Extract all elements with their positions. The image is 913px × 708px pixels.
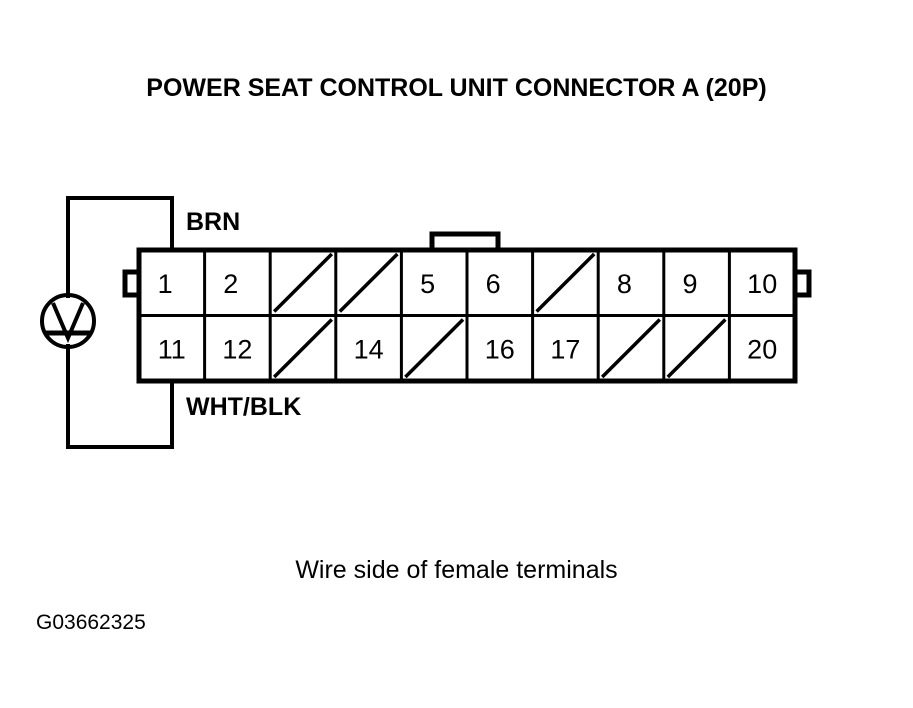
blank-cavity-slash [338,252,399,313]
pin-number: 11 [158,334,186,364]
voltmeter-v-glyph [51,302,85,344]
pin-number: 10 [747,269,777,299]
pin-number: 2 [223,269,238,299]
brn-lead-path [66,196,174,298]
blank-cavity-slash [666,318,727,379]
blank-cavity-slash [600,318,662,379]
reference-code: G03662325 [36,611,146,634]
test-lead-wiring [66,196,174,449]
right-notch [795,269,812,298]
pin-number: 12 [222,334,252,364]
diagram-caption: Wire side of female terminals [295,556,618,584]
blank-cavity-slash [535,252,596,313]
wire-label-lower: WHT/BLK [186,393,302,421]
pin-number: 16 [485,334,515,364]
page-title: POWER SEAT CONTROL UNIT CONNECTOR A (20P… [146,74,767,102]
blank-cavity-slash [272,252,334,313]
pin-number: 17 [550,334,580,364]
blank-cavity-slash [404,318,465,379]
wht-blk-lead-path [66,344,174,449]
blank-cavity-slash [272,318,334,379]
pin-number: 9 [682,269,697,299]
pin-number: 5 [420,269,435,299]
connector-grid-lines [139,250,795,381]
top-tab [429,231,501,250]
pin-number: 14 [354,334,384,364]
pin-number: 1 [158,269,173,299]
pin-number: 8 [617,269,632,299]
voltmeter-symbol [40,293,96,349]
wire-label-upper: BRN [186,208,241,236]
pin-number: 20 [747,334,777,364]
left-notch [122,269,139,298]
pin-number: 6 [486,269,501,299]
